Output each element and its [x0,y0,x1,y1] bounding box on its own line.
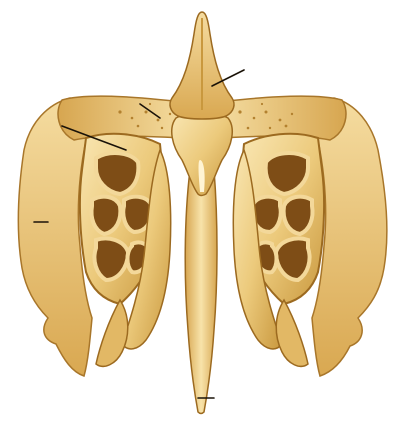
right-lower-concha-lobe [276,300,308,366]
perpendicular-plate [185,169,217,414]
left-lower-concha-lobe [96,300,128,366]
